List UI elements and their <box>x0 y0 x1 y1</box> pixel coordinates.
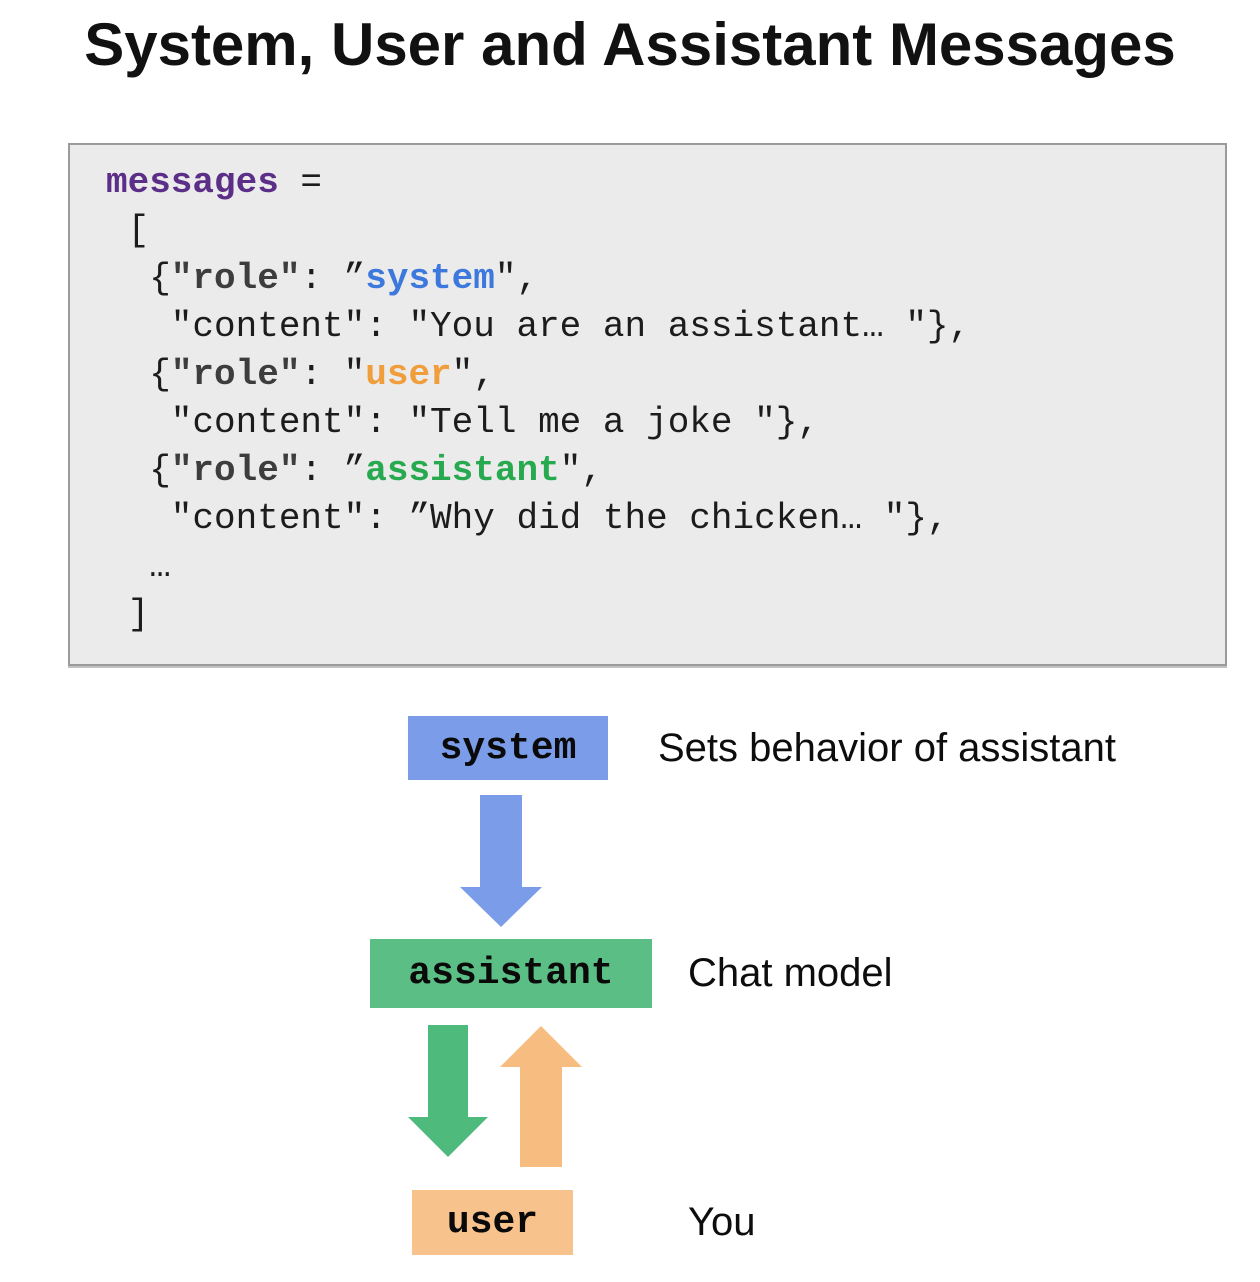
code-line: "content": "Tell me a joke "}, <box>106 402 819 443</box>
arrow-shaft <box>428 1025 468 1117</box>
system-box-label: system <box>439 726 577 770</box>
arrow-head <box>460 887 542 927</box>
arrow-head <box>500 1026 582 1067</box>
code-line: … <box>106 546 171 587</box>
arrow-user-to-assistant <box>500 1026 582 1167</box>
arrow-shaft <box>520 1067 562 1167</box>
code-line: {"role": "user", <box>106 354 495 395</box>
arrow-system-to-assistant <box>460 795 542 927</box>
assistant-box: assistant <box>370 939 652 1008</box>
arrow-head <box>408 1117 488 1157</box>
user-description: You <box>688 1200 756 1244</box>
assistant-box-label: assistant <box>408 952 614 995</box>
code-line: "content": ”Why did the chicken… "}, <box>106 498 949 539</box>
system-box: system <box>408 716 608 780</box>
arrow-shaft <box>480 795 522 887</box>
user-box-label: user <box>446 1201 539 1244</box>
code-line: "content": "You are an assistant… "}, <box>106 306 971 347</box>
user-box: user <box>412 1190 573 1255</box>
code-line: ] <box>106 594 150 635</box>
code-block: messages = [ {"role": ”system", "content… <box>68 143 1227 666</box>
code-line: {"role": ”system", <box>106 258 539 299</box>
arrow-assistant-to-user <box>408 1025 488 1157</box>
system-description: Sets behavior of assistant <box>658 725 1117 770</box>
code-content: messages = [ {"role": ”system", "content… <box>70 145 1225 639</box>
code-line: messages = <box>106 162 323 203</box>
assistant-description: Chat model <box>688 951 893 995</box>
page-title: System, User and Assistant Messages <box>84 11 1176 78</box>
code-line: {"role": ”assistant", <box>106 450 603 491</box>
code-line: [ <box>106 210 150 251</box>
